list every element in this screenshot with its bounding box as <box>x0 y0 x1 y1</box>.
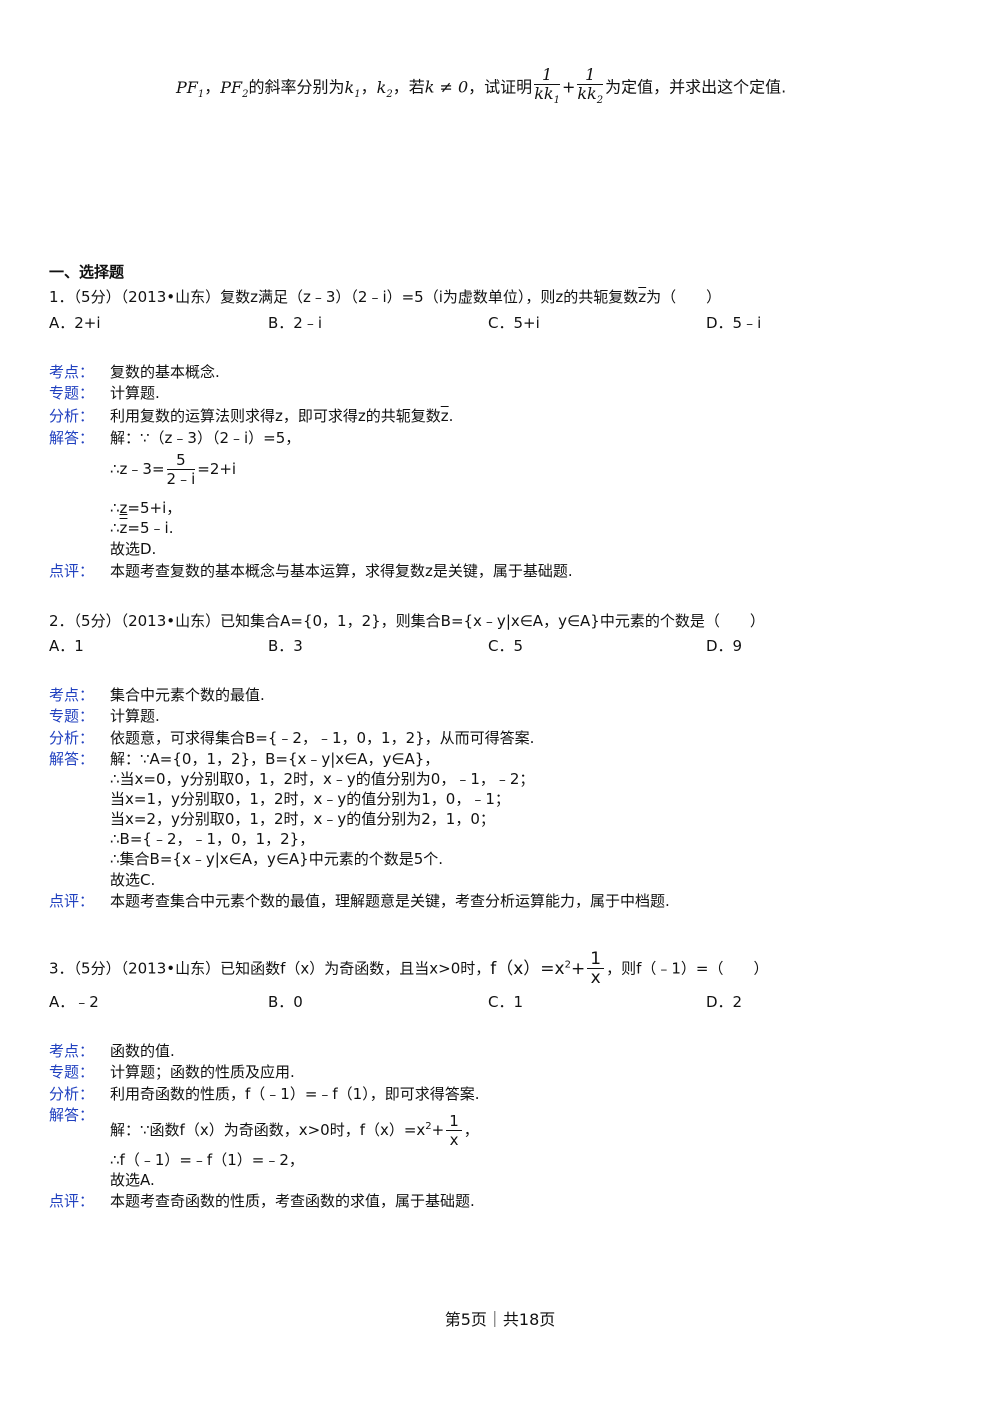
q3-step-3: 故选A. <box>110 1171 155 1189</box>
q1-option-d[interactable]: D．5﹣i <box>706 314 762 332</box>
k2: k2 <box>376 77 393 100</box>
q3-step-2: ∴f（﹣1）=﹣f（1）=﹣2， <box>110 1151 304 1169</box>
q2-step-2: ∴当x=0，y分别取0，1，2时，x﹣y的值分别为0，﹣1，﹣2； <box>110 770 535 788</box>
q3-fenxi-label: 分析： <box>49 1085 95 1103</box>
q1-kaodian-label: 考点： <box>49 363 95 381</box>
top-text-2: ，若 <box>392 77 425 97</box>
sep: ， <box>204 77 221 97</box>
q3-kaodian: 函数的值. <box>110 1042 175 1060</box>
q1-fenxi: 利用复数的运算法则求得z，即可求得z的共轭复数z. <box>110 407 454 425</box>
q3-dianping-label: 点评： <box>49 1192 95 1210</box>
q1-step-3: ∴z=5+i， <box>110 499 182 517</box>
q1-step-5: 故选D. <box>110 540 157 558</box>
q2-option-b[interactable]: B．3 <box>268 637 303 655</box>
q2-zhuanti: 计算题. <box>110 707 160 725</box>
q2-option-c[interactable]: C．5 <box>488 637 524 655</box>
q2-jieda-label: 解答： <box>49 750 95 768</box>
q2-option-a[interactable]: A．1 <box>49 637 84 655</box>
q1-step-1: 解：∵（z﹣3）（2﹣i）=5， <box>110 429 301 447</box>
page-footer: 第5页｜共18页 <box>444 1310 556 1329</box>
q2-step-5: ∴B={﹣2，﹣1，0，1，2}， <box>110 830 315 848</box>
q1-step-4: ∴z=5﹣i. <box>110 519 174 537</box>
q2-dianping: 本题考查集合中元素个数的最值，理解题意是关键，考查分析运算能力，属于中档题. <box>110 892 670 910</box>
k1: k1 <box>344 77 361 100</box>
plus-sign: + <box>561 77 576 97</box>
q2-step-4: 当x=2，y分别取0，1，2时，x﹣y的值分别为2，1，0； <box>110 810 495 828</box>
section-heading: 一、选择题 <box>49 263 125 281</box>
q2-step-1: 解：∵A={0，1，2}，B={x﹣y|x∈A，y∈A}， <box>110 750 440 768</box>
q2-option-d[interactable]: D．9 <box>706 637 743 655</box>
q2-fenxi-label: 分析： <box>49 729 95 747</box>
q1-option-b[interactable]: B．2﹣i <box>268 314 323 332</box>
q2-step-3: 当x=1，y分别取0，1，2时，x﹣y的值分别为1，0，﹣1； <box>110 790 510 808</box>
q1-zhuanti: 计算题. <box>110 384 160 402</box>
q2-kaodian: 集合中元素个数的最值. <box>110 686 265 704</box>
q1-dianping-label: 点评： <box>49 562 95 580</box>
q3-zhuanti: 计算题；函数的性质及应用. <box>110 1063 295 1081</box>
q1-option-c[interactable]: C．5+i <box>488 314 540 332</box>
q1-zhuanti-label: 专题： <box>49 384 95 402</box>
q3-option-c[interactable]: C．1 <box>488 993 524 1011</box>
q3-jieda-label: 解答： <box>49 1106 95 1124</box>
q3-option-a[interactable]: A．﹣2 <box>49 993 99 1011</box>
q3-zhuanti-label: 专题： <box>49 1063 95 1081</box>
q2-step-6: ∴集合B={x﹣y|x∈A，y∈A}中元素的个数是5个. <box>110 850 444 868</box>
q1-option-a[interactable]: A．2+i <box>49 314 101 332</box>
q2-dianping-label: 点评： <box>49 892 95 910</box>
top-text-1: 的斜率分别为 <box>248 77 345 97</box>
segment-pf2: PF2 <box>220 77 249 100</box>
q1-conjugate-z: z <box>638 288 647 306</box>
segment-pf1: PF1 <box>176 77 205 100</box>
q2-zhuanti-label: 专题： <box>49 707 95 725</box>
q1-jieda-label: 解答： <box>49 429 95 447</box>
condition: k ≠ 0 <box>424 77 469 97</box>
q2-kaodian-label: 考点： <box>49 686 95 704</box>
q3-dianping: 本题考查奇函数的性质，考查函数的求值，属于基础题. <box>110 1192 475 1210</box>
q2-step-7: 故选C. <box>110 871 156 889</box>
q1-fenxi-label: 分析： <box>49 407 95 425</box>
q3-stem: 3．（5分）（2013•山东）已知函数f（x）为奇函数，且当x>0时，f（x）=… <box>49 949 769 989</box>
q1-dianping: 本题考查复数的基本概念与基本运算，求得复数z是关键，属于基础题. <box>110 562 573 580</box>
top-text-3: ，试证明 <box>468 77 533 97</box>
q1-stem: 1．（5分）（2013•山东）复数z满足（z﹣3）（2﹣i）=5（i为虚数单位）… <box>49 288 722 306</box>
top-text-4: 为定值，并求出这个定值. <box>605 77 787 97</box>
q3-option-b[interactable]: B．0 <box>268 993 303 1011</box>
q2-fenxi: 依题意，可求得集合B={﹣2，﹣1，0，1，2}，从而可得答案. <box>110 729 535 747</box>
q3-kaodian-label: 考点： <box>49 1042 95 1060</box>
q2-stem: 2．（5分）（2013•山东）已知集合A={0，1，2}，则集合B={x﹣y|x… <box>49 612 765 630</box>
q3-option-d[interactable]: D．2 <box>706 993 743 1011</box>
q3-fenxi: 利用奇函数的性质，f（﹣1）=﹣f（1），即可求得答案. <box>110 1085 480 1103</box>
q1-kaodian: 复数的基本概念. <box>110 363 220 381</box>
